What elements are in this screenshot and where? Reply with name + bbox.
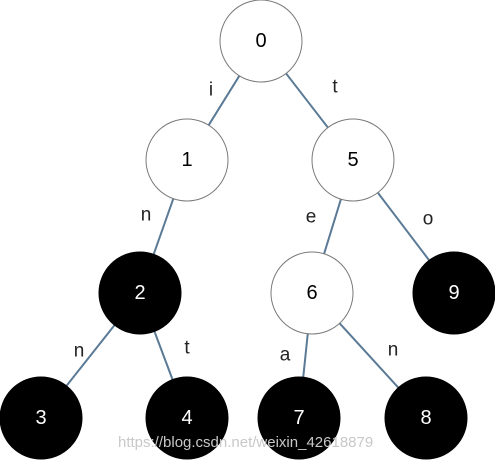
edges-layer [65,72,431,389]
trie-node-0: 0 [219,0,303,83]
edge-label-2-4: t [184,338,190,359]
edge-1-2 [152,198,175,255]
trie-node-5: 5 [311,118,395,202]
trie-node-9: 9 [412,251,495,335]
edge-5-9 [376,192,431,261]
trie-node-3: 3 [0,376,83,460]
trie-node-7: 7 [257,376,341,460]
edge-label-0-5: t [332,77,338,98]
node-label-7: 7 [293,407,304,429]
edge-5-6 [323,198,342,255]
node-label-8: 8 [420,407,431,429]
node-circle-0 [219,0,303,83]
trie-node-4: 4 [145,376,229,460]
edge-label-2-3: n [74,341,85,362]
trie-node-6: 6 [270,251,354,335]
edge-label-5-9: o [423,209,434,230]
edge-2-4 [153,331,174,380]
node-circle-3 [0,376,83,460]
edge-0-1 [207,75,241,126]
edge-label-6-7: a [280,345,291,366]
trie-node-2: 2 [98,251,182,335]
node-circle-7 [257,376,341,460]
node-label-1: 1 [181,149,192,171]
node-circle-9 [412,251,495,335]
node-circle-6 [270,251,354,335]
node-label-2: 2 [134,282,145,304]
node-label-4: 4 [181,407,192,429]
edge-labels-layer: i t n e o n t a n [74,77,434,366]
node-label-0: 0 [255,30,266,52]
edge-label-1-2: n [141,205,152,226]
trie-node-8: 8 [384,376,468,460]
edge-6-8 [338,322,400,389]
node-circle-8 [384,376,468,460]
node-circle-2 [98,251,182,335]
node-label-6: 6 [306,282,317,304]
edge-6-7 [302,333,309,378]
node-circle-1 [145,118,229,202]
edge-0-5 [285,72,329,129]
node-label-3: 3 [35,407,46,429]
watermark: https://blog.csdn.net/weixin_42618879 [118,434,373,451]
node-circle-4 [145,376,229,460]
trie-node-1: 1 [145,118,229,202]
edge-label-5-6: e [306,207,317,228]
node-label-9: 9 [448,282,459,304]
node-label-5: 5 [347,149,358,171]
node-circle-5 [311,118,395,202]
edge-2-3 [65,324,116,387]
edge-label-0-1: i [209,80,213,101]
edge-label-6-8: n [388,340,399,361]
